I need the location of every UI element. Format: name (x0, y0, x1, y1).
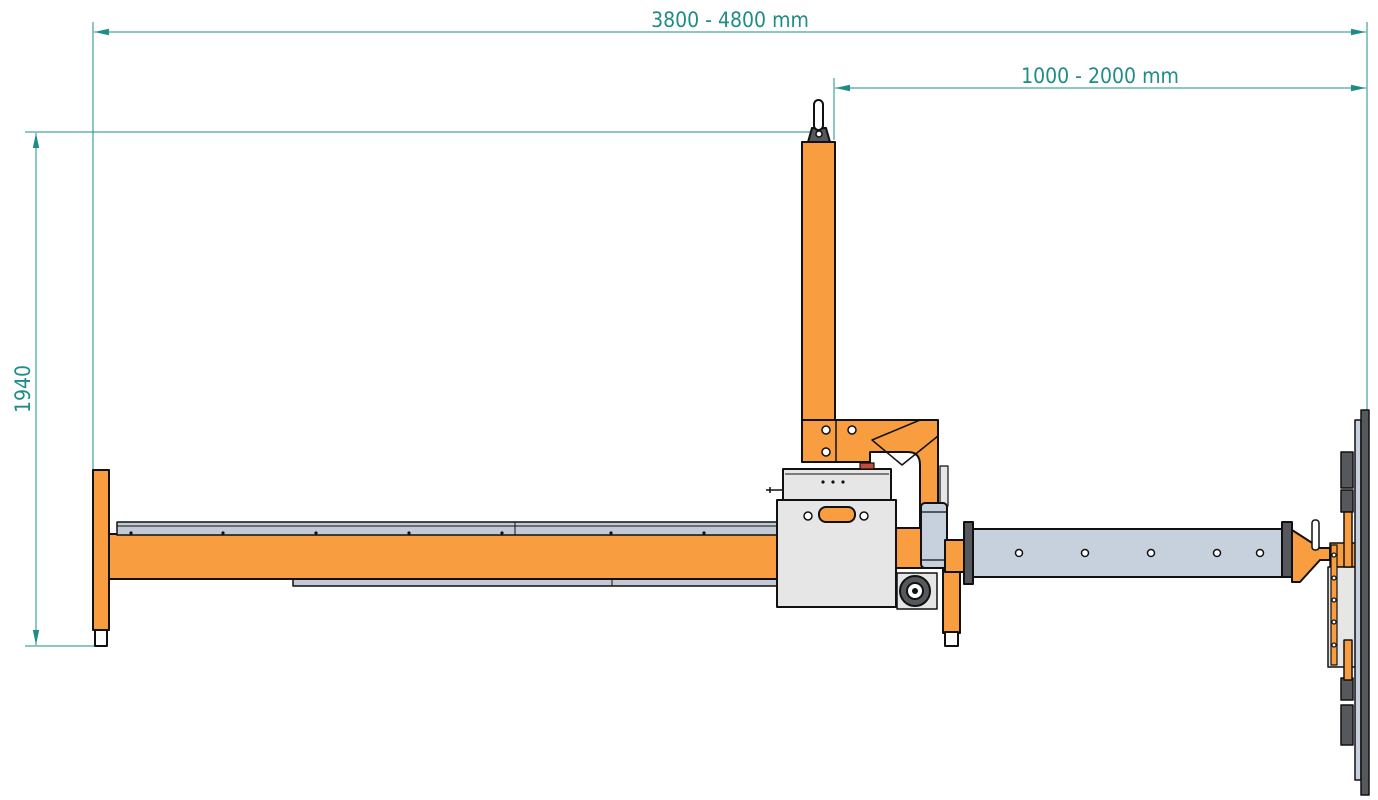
dimension-lines (25, 22, 1368, 647)
vertical-cylinder (920, 502, 948, 569)
upper-rail (116, 521, 781, 536)
suction-pad-frame (1340, 409, 1370, 796)
gear-motor (896, 572, 938, 610)
machine (92, 99, 1370, 796)
left-end-post (92, 469, 110, 631)
lower-rail (292, 578, 784, 587)
lifting-eye (807, 99, 831, 143)
overall-length-label: 3800 - 4800 mm (651, 8, 809, 32)
arm-reach-label: 1000 - 2000 mm (1021, 64, 1179, 88)
height-label: 1940 (11, 365, 35, 413)
right-foot (944, 631, 959, 647)
control-box (766, 462, 892, 503)
mast-bolts (821, 425, 857, 457)
vertical-mast (801, 141, 836, 463)
drive-housing (776, 499, 897, 608)
arm-holes (1014, 548, 1265, 558)
left-foot (94, 629, 108, 647)
main-beam (107, 533, 781, 580)
housing-handle (818, 506, 856, 523)
telescopic-arm (944, 521, 1293, 585)
